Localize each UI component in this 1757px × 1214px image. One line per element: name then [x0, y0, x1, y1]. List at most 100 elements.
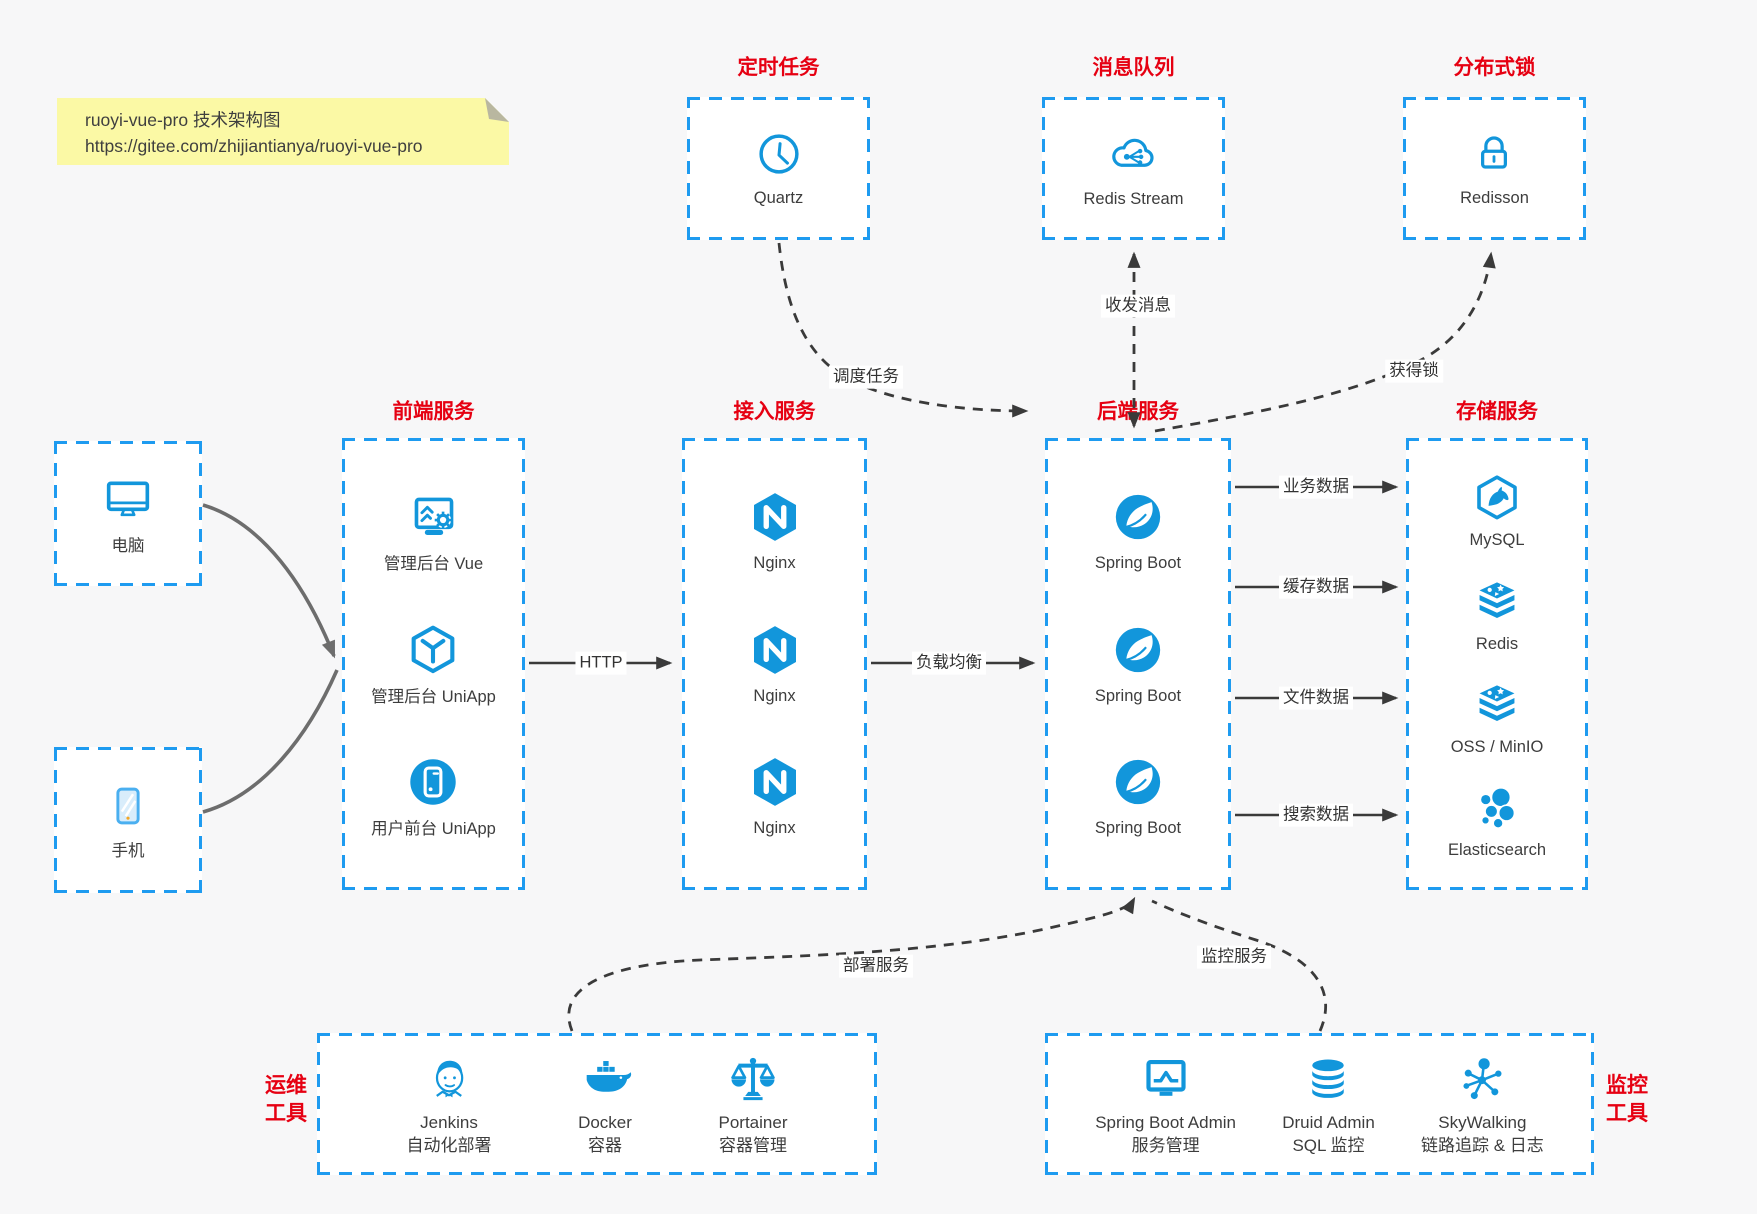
node-sublabel: 服务管理 — [1131, 1135, 1200, 1155]
node-label: 手机 — [111, 841, 145, 860]
redis-stack-icon — [1470, 678, 1524, 732]
group-message-queue: Redis Stream — [1042, 97, 1225, 240]
node-label: Elasticsearch — [1447, 840, 1547, 859]
edge-label-messages: 收发消息 — [1101, 294, 1175, 318]
node-label: 用户前台 UniApp — [371, 820, 496, 839]
node-druid-admin: Druid Admin SQL 监控 — [1282, 1051, 1375, 1158]
admin-screen-gear-icon — [405, 488, 463, 546]
note-title: ruoyi-vue-pro 技术架构图 — [85, 110, 281, 130]
node-nginx-1: Nginx — [747, 489, 803, 574]
node-label: Spring Boot — [1094, 686, 1182, 705]
jenkins-icon — [421, 1051, 477, 1107]
node-label: Spring Boot — [1094, 554, 1182, 573]
node-label: 管理后台 Vue — [383, 554, 484, 573]
padlock-icon — [1468, 128, 1520, 180]
group-frontend: 管理后台 Vue 管理后台 UniApp 用户前台 UniApp — [342, 438, 525, 890]
node-label: Nginx — [753, 818, 796, 837]
group-title-ops-tools: 运维 工具 — [235, 1072, 307, 1128]
node-spring-boot-2: Spring Boot — [1095, 622, 1181, 707]
title-line: 监控 — [1606, 1074, 1648, 1097]
skywalking-icon — [1454, 1051, 1510, 1107]
cube-y-icon — [404, 621, 462, 679]
elasticsearch-icon — [1470, 781, 1524, 835]
node-redisson: Redisson — [1460, 128, 1529, 209]
title-line: 工具 — [265, 1102, 307, 1125]
node-label: Redis — [1475, 634, 1519, 653]
group-title-frontend: 前端服务 — [392, 400, 475, 423]
group-ops-tools: Jenkins 自动化部署 Docker 容器 Portainer 容器管理 — [317, 1033, 877, 1175]
group-monitor-tools: Spring Boot Admin 服务管理 Druid Admin SQL 监… — [1045, 1033, 1594, 1175]
node-spring-boot-1: Spring Boot — [1095, 489, 1181, 574]
group-scheduled-tasks: Quartz — [687, 97, 870, 240]
node-spring-boot-3: Spring Boot — [1095, 754, 1181, 839]
edge-label-business-data: 业务数据 — [1279, 475, 1353, 499]
edge-label-schedule: 调度任务 — [829, 365, 903, 389]
node-oss-minio: OSS / MinIO — [1450, 678, 1544, 758]
node-label: Redis Stream — [1083, 190, 1184, 209]
node-sublabel: SQL 监控 — [1292, 1135, 1365, 1155]
edge-label-deploy: 部署服务 — [839, 954, 913, 978]
edge-label-file-data: 文件数据 — [1279, 686, 1353, 710]
node-label: Nginx — [753, 686, 796, 705]
node-label: OSS / MinIO — [1450, 737, 1544, 756]
redis-stack-icon — [1470, 575, 1524, 629]
client-computer-box: 电脑 — [54, 441, 202, 586]
docker-icon — [577, 1051, 633, 1107]
portainer-icon — [725, 1051, 781, 1107]
node-label: Nginx — [753, 554, 796, 573]
group-storage: MySQL Redis OSS / MinIO Elasticsearch — [1406, 438, 1588, 890]
node-label: Druid Admin — [1282, 1112, 1375, 1132]
node-label: 管理后台 UniApp — [371, 687, 496, 706]
edge-label-cache-data: 缓存数据 — [1279, 575, 1353, 599]
edge-label-lock: 获得锁 — [1385, 359, 1443, 383]
node-quartz: Quartz — [753, 128, 805, 209]
node-mysql: MySQL — [1469, 471, 1525, 551]
node-label: Quartz — [753, 189, 804, 208]
sticky-note: ruoyi-vue-pro 技术架构图 https://gitee.com/zh… — [57, 98, 509, 165]
node-user-uniapp: 用户前台 UniApp — [371, 753, 496, 840]
node-admin-uniapp: 管理后台 UniApp — [371, 621, 496, 708]
nginx-icon — [747, 754, 803, 810]
node-label: MySQL — [1469, 531, 1525, 550]
node-redis-stream: Redis Stream — [1083, 127, 1184, 210]
group-title-scheduled-tasks: 定时任务 — [737, 56, 820, 79]
spring-boot-icon — [1110, 489, 1166, 545]
group-title-backend: 后端服务 — [1097, 400, 1179, 423]
edge-label-http: HTTP — [575, 651, 627, 675]
node-phone: 手机 — [101, 779, 155, 862]
note-url: https://gitee.com/zhijiantianya/ruoyi-vu… — [85, 136, 423, 156]
group-access: Nginx Nginx Nginx — [682, 438, 867, 890]
node-label: Docker — [578, 1112, 632, 1132]
edge-label-search-data: 搜索数据 — [1279, 803, 1353, 827]
title-line: 工具 — [1606, 1102, 1648, 1125]
node-label: Spring Boot Admin — [1095, 1112, 1236, 1132]
node-spring-boot-admin: Spring Boot Admin 服务管理 — [1095, 1051, 1236, 1158]
node-jenkins: Jenkins 自动化部署 — [407, 1051, 492, 1158]
cloud-share-icon — [1106, 127, 1160, 181]
mysql-icon — [1470, 471, 1524, 525]
group-title-monitor-tools: 监控 工具 — [1606, 1072, 1678, 1128]
client-phone-box: 手机 — [54, 747, 202, 893]
node-nginx-3: Nginx — [747, 754, 803, 839]
nginx-icon — [747, 622, 803, 678]
smartphone-icon — [101, 779, 155, 833]
edge-label-load-balance: 负载均衡 — [912, 651, 986, 675]
node-redis: Redis — [1470, 575, 1524, 655]
group-title-distributed-lock: 分布式锁 — [1453, 56, 1536, 79]
note-fold-corner — [485, 98, 509, 122]
druid-database-icon — [1300, 1051, 1356, 1107]
node-admin-vue: 管理后台 Vue — [384, 488, 483, 575]
group-title-storage: 存储服务 — [1456, 400, 1538, 423]
node-computer: 电脑 — [99, 470, 157, 557]
node-skywalking: SkyWalking 链路追踪 & 日志 — [1421, 1051, 1544, 1158]
node-label: Redisson — [1460, 189, 1529, 208]
node-label: Portainer — [718, 1112, 788, 1132]
node-label: SkyWalking — [1438, 1112, 1527, 1132]
edge-computer-frontend — [202, 503, 336, 659]
phone-circle-icon — [404, 753, 462, 811]
group-distributed-lock: Redisson — [1403, 97, 1586, 240]
title-line: 运维 — [265, 1074, 307, 1097]
node-sublabel: 容器管理 — [718, 1135, 787, 1155]
group-title-message-queue: 消息队列 — [1092, 56, 1175, 79]
nginx-icon — [747, 489, 803, 545]
